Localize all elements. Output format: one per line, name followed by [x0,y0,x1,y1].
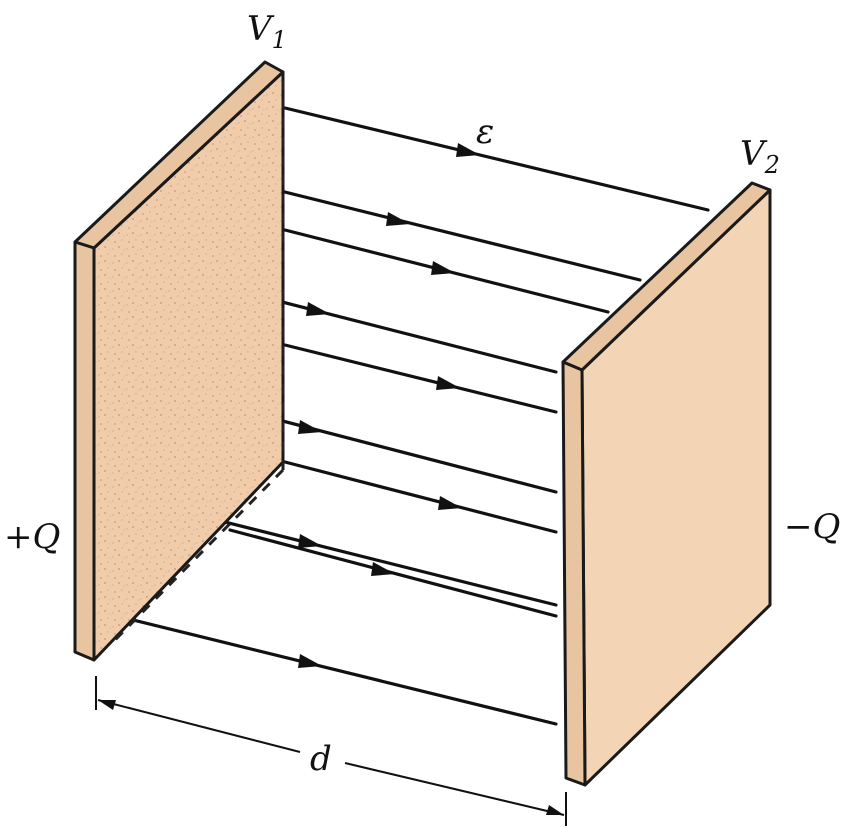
field-line [283,343,558,414]
field-line [123,616,558,726]
label-plus-q: +Q [4,517,60,557]
label-v2-subscript: 2 [764,151,780,179]
arrowhead-icon [431,261,455,275]
hidden-edge-dashed [113,468,285,642]
dimension-arrow-left-icon [98,700,116,710]
left-plate-edge-front [73,240,96,662]
label-minus-q: −Q [784,507,840,547]
label-field: ε [476,112,494,152]
label-v2-main: V [740,134,768,174]
right-plate [561,181,772,787]
label-v1: V1 [247,9,287,54]
field-line [283,106,710,212]
field-line [283,460,558,534]
arrowhead-icon [298,534,322,548]
left-plate [73,60,285,662]
arrowhead-icon [298,654,322,668]
distance-dimension [95,676,567,826]
label-distance: d [310,739,332,779]
arrowhead-icon [371,562,395,576]
label-v1-subscript: 1 [272,26,287,54]
label-v1-main: V [247,9,275,49]
arrowhead-icon [436,376,460,390]
arrowhead-icon [438,496,462,510]
dimension-arrow-right-icon [546,805,564,815]
label-v2: V2 [740,134,780,179]
right-plate-edge-front [561,360,587,787]
dimension-line-right [344,762,565,816]
arrowhead-icon [386,212,410,226]
arrowhead-icon [306,302,330,316]
dimension-line-left [97,699,301,753]
arrowhead-icon [456,143,480,157]
arrowhead-icon [298,420,322,434]
